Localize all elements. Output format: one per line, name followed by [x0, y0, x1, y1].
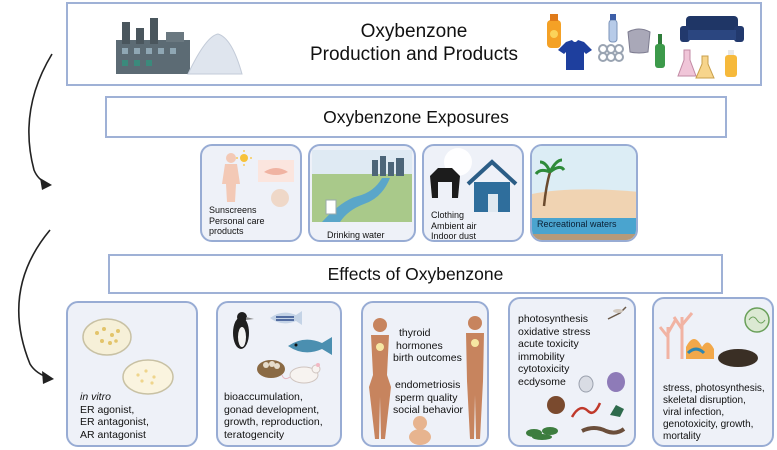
exposure-panel-clothing: Clothing Ambient air Indoor dust — [422, 144, 524, 242]
tshirt-icon — [558, 40, 592, 70]
effects-text-aquatic: photosynthesis oxidative stress acute to… — [518, 313, 591, 388]
brain-coral-icon — [744, 307, 770, 333]
effects-panel-animals: bioaccumulation, gonad development, grow… — [216, 301, 342, 447]
diatom-icon — [547, 396, 565, 414]
male-figure-icon — [466, 316, 484, 439]
mussel-icon — [718, 349, 758, 367]
effects-title: Effects of Oxybenzone — [327, 264, 504, 284]
nematode-icon — [570, 402, 602, 418]
fish-icon — [288, 337, 332, 355]
lab-flasks-icon — [677, 49, 715, 79]
effects-title-box: Effects of Oxybenzone — [108, 254, 723, 294]
six-pack-rings-icon — [598, 44, 624, 62]
exposure-text-recreational: Recreational waters — [537, 219, 617, 229]
coral-icon — [658, 312, 714, 359]
exposure-panel-sunscreen: Sunscreens Personal care products — [200, 144, 302, 242]
algae-cell-icon — [578, 375, 594, 393]
production-box: Oxybenzone Production and Products — [66, 2, 762, 86]
house-icon — [466, 159, 518, 212]
sunscreen-bottle-icon — [547, 14, 561, 48]
sun-icon — [236, 150, 252, 166]
effects-text-animals: bioaccumulation, gonad development, grow… — [224, 391, 323, 441]
effects-panel-coral: stress, photosynthesis, skeletal disrupt… — [652, 297, 774, 447]
baby-icon — [409, 416, 431, 445]
sofa-icon — [680, 16, 744, 42]
plastic-bag-icon — [627, 28, 651, 54]
flow-arrow-bottom — [17, 229, 54, 384]
bird-icon — [233, 312, 254, 349]
zebrafish-icon — [270, 311, 302, 325]
protist-icon — [607, 372, 625, 392]
flow-arrow-top — [28, 53, 53, 190]
petri-dish-icon — [122, 359, 174, 395]
exposure-text-clothing: Clothing Ambient air Indoor dust — [431, 210, 477, 241]
effects-text-coral: stress, photosynthesis, skeletal disrupt… — [663, 383, 765, 442]
mosquito-icon — [607, 306, 627, 320]
effects-text-human-bottom: endometriosis sperm quality social behav… — [393, 379, 464, 416]
factory-icon — [116, 18, 190, 74]
jacket-icon — [430, 168, 460, 198]
glass-bottle-icon — [655, 34, 665, 68]
juice-bottle-icon — [725, 50, 737, 77]
plastic-bottle-icon — [608, 14, 618, 43]
river-landscape-icon — [312, 150, 412, 222]
effects-panel-aquatic: photosynthesis oxidative stress acute to… — [508, 297, 636, 447]
petri-dish-icon — [82, 318, 132, 356]
exposure-panel-drinking-water: Drinking water — [308, 144, 416, 242]
exposure-panel-recreational: Recreational waters — [530, 144, 638, 242]
effects-text-in-vitro: in vitro ER agonist, ER antagonist, AR a… — [80, 391, 149, 441]
female-figure-icon — [369, 318, 391, 439]
worm-icon — [581, 426, 626, 435]
beach-icon — [532, 146, 636, 240]
effects-text-human-top: thyroid hormones birth outcomes — [393, 327, 462, 364]
exposure-text-drinking-water: Drinking water — [327, 230, 385, 240]
exposures-title: Oxybenzone Exposures — [323, 107, 509, 127]
production-title: Oxybenzone Production and Products — [309, 21, 519, 65]
effects-panel-in-vitro: in vitro ER agonist, ER antagonist, AR a… — [66, 301, 198, 447]
nest-icon — [257, 360, 285, 378]
mouse-icon — [281, 363, 321, 384]
human-figure-icon — [222, 153, 240, 202]
exposure-text-sunscreen: Sunscreens Personal care products — [209, 205, 265, 236]
crustacean-icon — [610, 405, 624, 417]
powder-pile-icon — [187, 33, 243, 75]
plant-icon — [526, 427, 558, 440]
exposures-title-box: Oxybenzone Exposures — [105, 96, 727, 138]
effects-panel-human: thyroid hormones birth outcomes endometr… — [361, 301, 489, 447]
lotion-hands-icon — [258, 160, 294, 207]
